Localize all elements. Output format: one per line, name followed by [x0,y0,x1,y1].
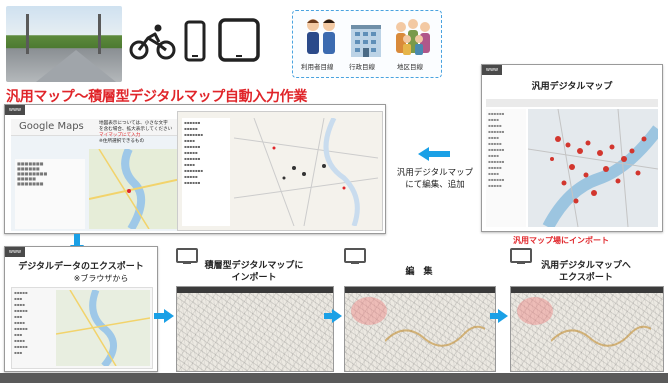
user-type-label: 利用者目線 [301,63,334,71]
edit-caption: 汎用デジタルマップ にて編集、追加 [396,168,474,190]
monitor-icon [344,248,366,264]
www-badge: www [482,65,502,75]
step-label: 積層型デジタルマップに [204,261,304,271]
page-title: 汎用マップ〜積層型デジタルマップ自動入力作業 [6,89,308,105]
user-type-label: 行政目線 [349,63,375,71]
step-import-layered-map: 積層型デジタルマップに インポート [176,248,334,372]
import-caption: 汎用マップ場にインポート [513,236,609,245]
right-arrow-icon [154,313,166,319]
left-arrow-icon [418,147,450,161]
right-arrow-head [332,309,342,323]
residents-icon [307,19,335,54]
step-label: 汎用デジタルマップへ [541,261,631,271]
step-export-general-map: 汎用デジタルマップへ エクスポート [510,248,664,372]
right-arrow-icon [324,313,334,319]
google-maps-screenshot: www Google Maps ■■■■■■■■■■■■■■■■■■■■■■■■… [4,104,386,234]
right-arrow-icon [490,313,500,319]
right-arrow-head [164,309,174,323]
right-arrow-head [498,309,508,323]
smartphone-icon [184,20,206,66]
www-badge: www [5,105,25,115]
street-photo [6,6,122,82]
monitor-icon [510,248,532,264]
note-line: 地図表示については、小さな文字 [99,121,168,126]
step-label: インポート [231,273,277,283]
user-perspective-box: 利用者目線 行政目線 地区目線 [292,10,442,78]
google-maps-logo: Google Maps [19,121,84,132]
step-edit: 編 集 [344,248,496,372]
bicycle-icon [128,22,178,66]
general-map-title: 汎用デジタルマップ [531,82,613,92]
mymaps-panel: ▪▪▪▪▪▪▪▪▪▪▪▪▪▪▪▪▪▪▪▪▪▪▪▪▪▪▪▪▪▪▪▪▪▪▪▪▪▪▪▪… [177,111,383,231]
monitor-icon [176,248,198,264]
www-badge: www [5,247,25,257]
note-line: を含む場合、拡大表示してください [99,127,173,132]
footer-bar [0,373,668,383]
general-digital-map-screenshot: www 汎用デジタルマップ ▪▪▪▪▪▪▪▪▪▪▪▪▪▪▪▪▪▪▪▪▪▪▪▪▪▪… [481,64,663,232]
step-label: デジタルデータのエクスポート ※ブラウザから [18,262,144,283]
step-label: エクスポート [559,273,613,283]
tablet-icon [218,18,260,66]
community-group-icon [396,19,430,55]
step-export-digital-data: www デジタルデータのエクスポート ※ブラウザから ▪▪▪▪▪▪▪▪▪▪▪▪▪… [4,246,158,372]
note-line: マイマップにて入力 [99,133,141,138]
google-maps-panel: Google Maps ■■■■■■■■■■■■■■■■■■■■■■■■■■■■… [11,119,183,232]
government-building-icon [351,25,381,57]
note-line: ※住所選択できるもの [99,139,145,144]
step-label: 編 集 [405,267,433,277]
user-type-label: 地区目線 [397,63,423,71]
